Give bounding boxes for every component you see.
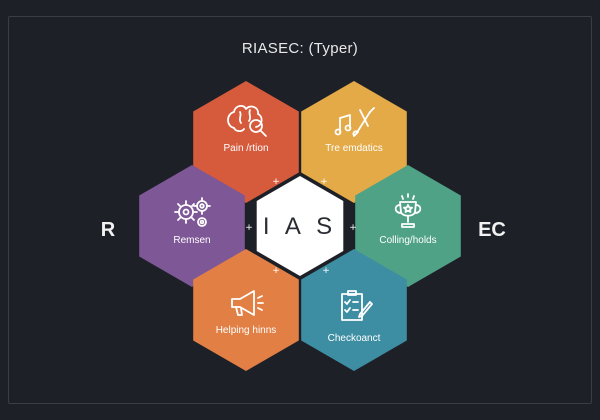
side-letter-right: EC [478, 219, 506, 241]
center-text: I A S [263, 213, 337, 240]
trophy-icon [394, 193, 422, 228]
side-letter-left: R [101, 219, 116, 241]
connector-plus: + [349, 223, 357, 233]
hex-label-bottom-right: Checkoanct [328, 333, 381, 344]
hex-left-shape [139, 165, 245, 287]
brain-magnifier-icon [227, 105, 267, 137]
frame-border [8, 16, 592, 404]
connector-plus: + [322, 266, 330, 276]
gears-icon [174, 197, 211, 227]
connector-plus: + [272, 177, 280, 187]
music-brush-icon [334, 107, 375, 137]
hex-label-right: Colling/holds [379, 235, 436, 246]
hex-left[interactable] [139, 165, 245, 287]
hex-label-top-right: Tre emdatics [325, 143, 382, 154]
connector-plus: + [272, 266, 280, 276]
connector-plus: + [245, 223, 253, 233]
megaphone-icon [231, 290, 264, 316]
hex-top-left-shape [193, 81, 299, 203]
checklist-icon [341, 290, 373, 321]
hex-label-bottom-left: Helping hinns [216, 325, 277, 336]
diagram-title: RIASEC: (Typer) [241, 40, 359, 57]
hex-top-right-shape [301, 81, 407, 203]
hex-label-left: Remsen [173, 235, 210, 246]
hex-right[interactable] [355, 165, 461, 287]
hex-label-top-left: Pain /rtion [223, 143, 268, 154]
hex-top-left[interactable] [193, 81, 299, 203]
hex-right-shape [355, 165, 461, 287]
hex-top-right[interactable] [301, 81, 407, 203]
connector-plus: + [320, 177, 328, 187]
hex-center [256, 176, 344, 276]
